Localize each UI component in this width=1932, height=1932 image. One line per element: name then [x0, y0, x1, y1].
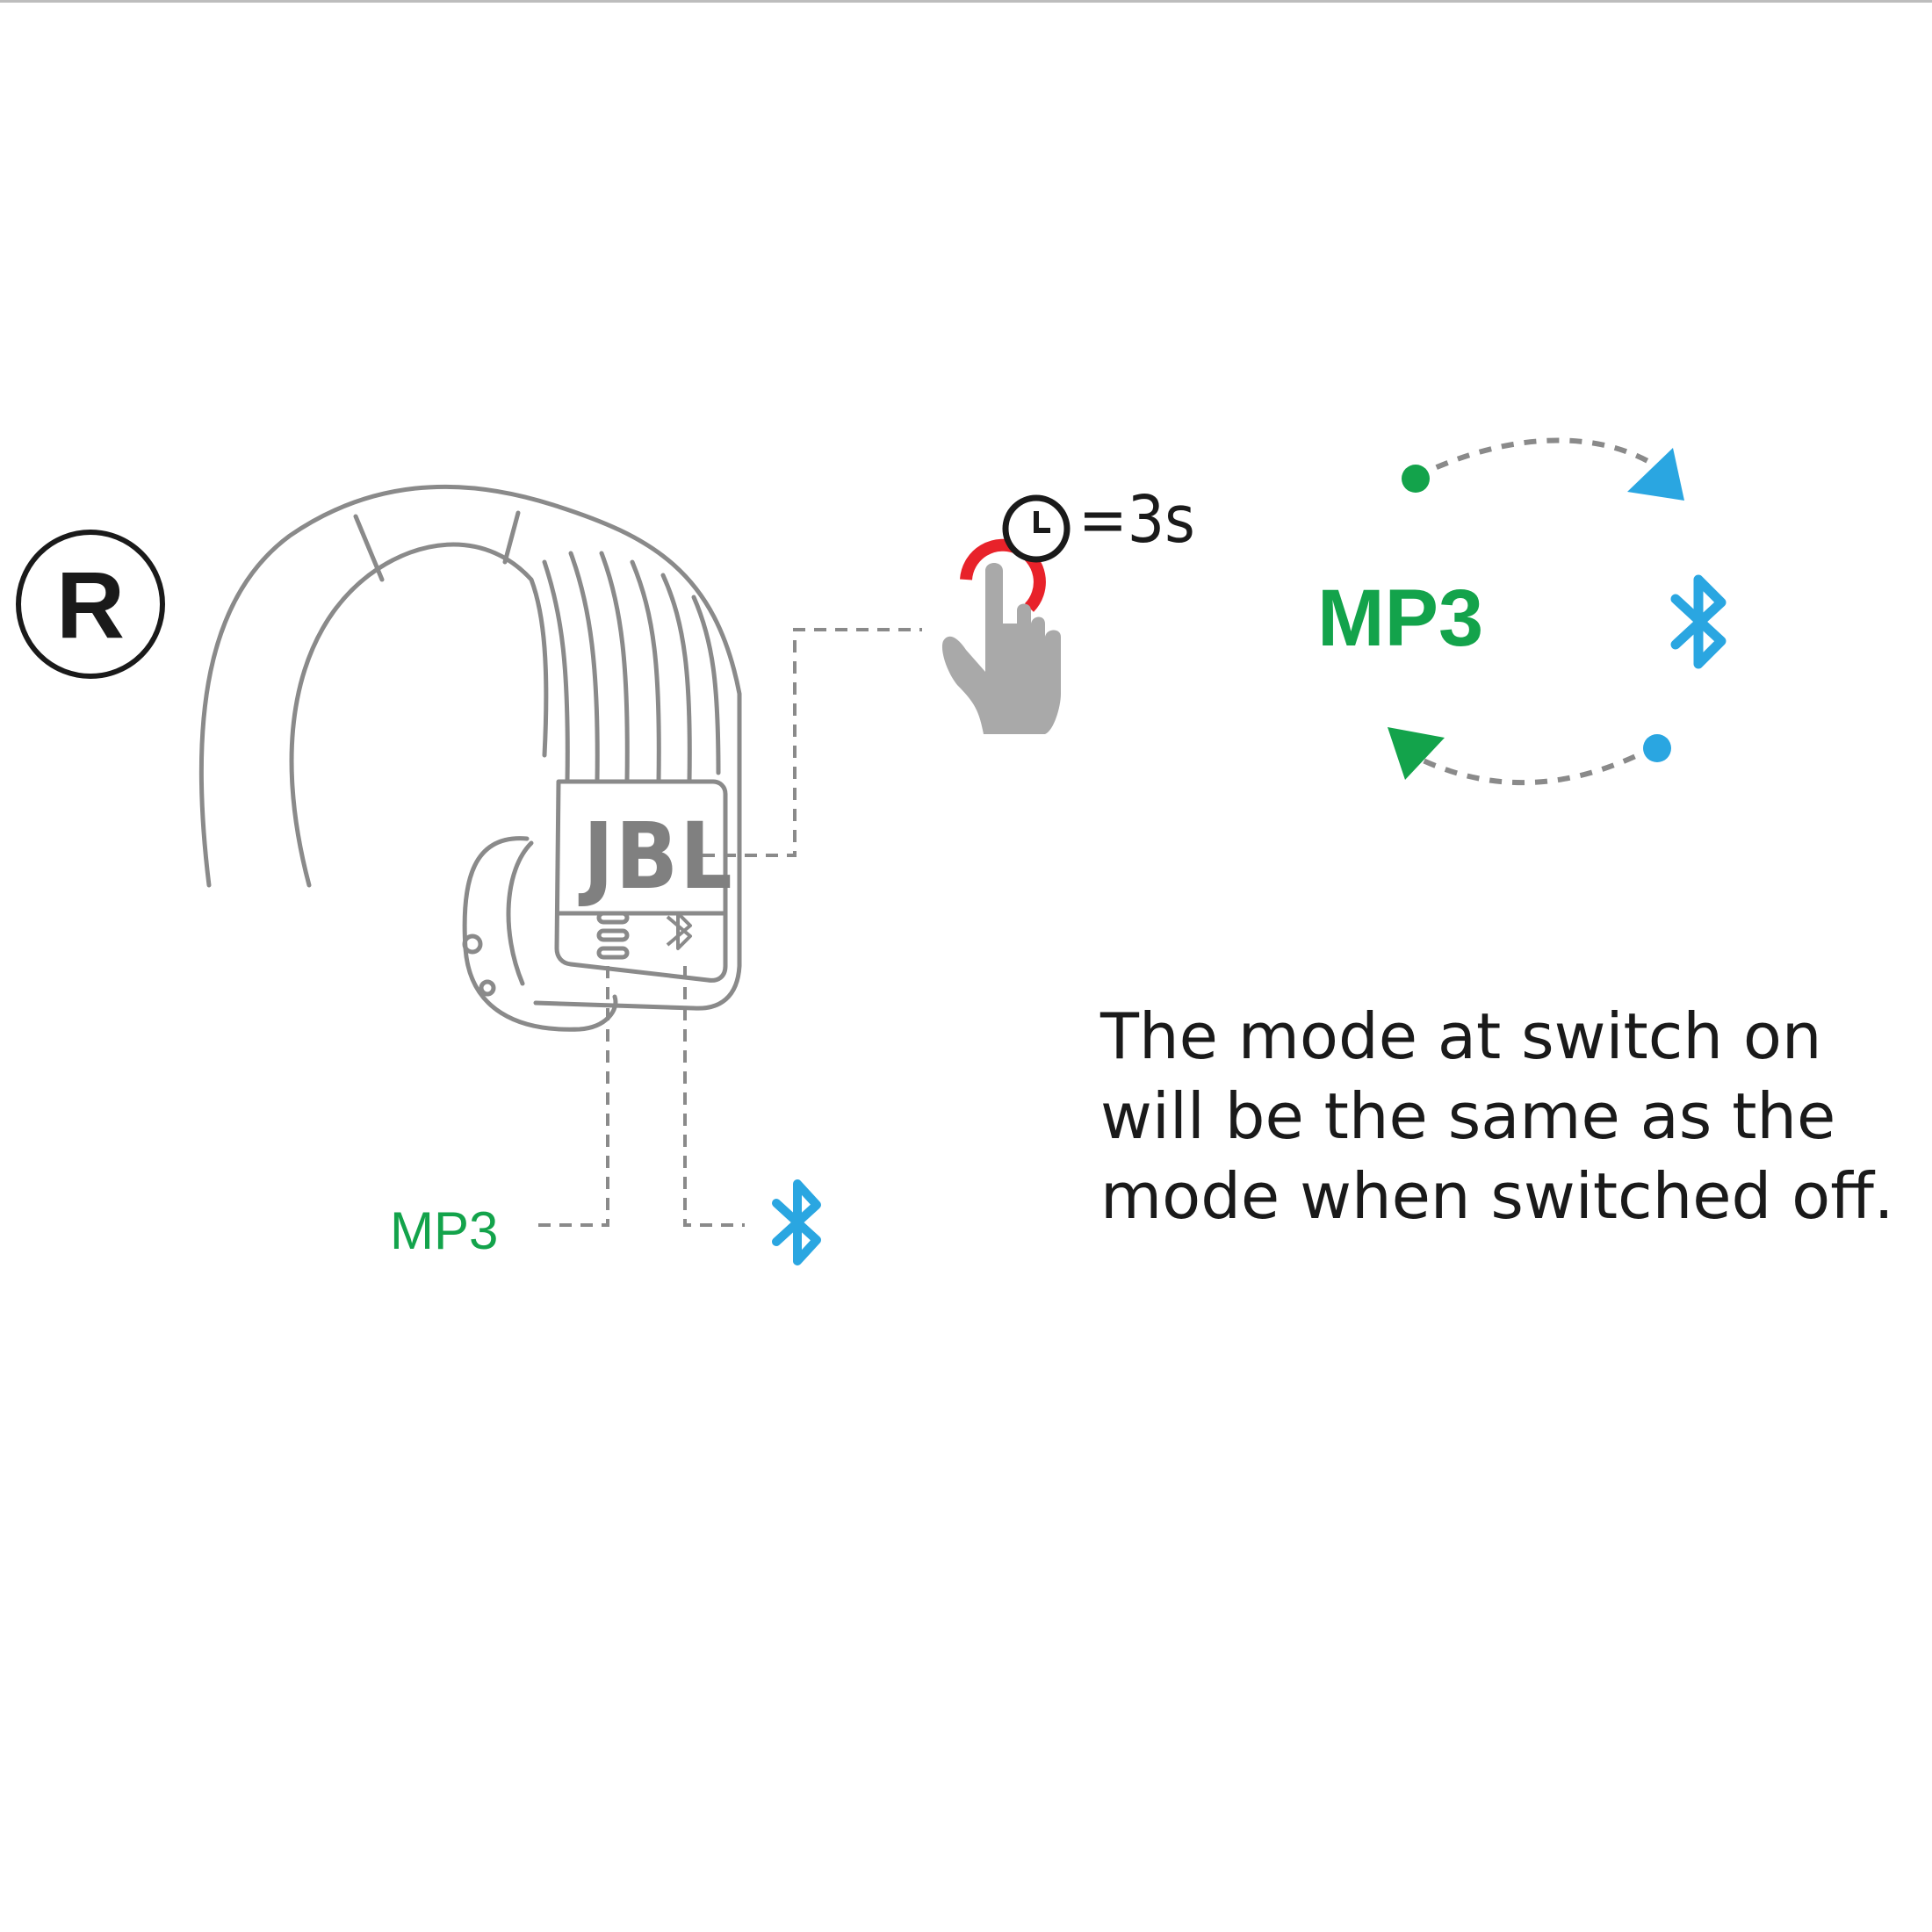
hold-duration: =3s [1078, 482, 1195, 558]
cycle-dot-blue [1643, 734, 1671, 762]
cycle-arrowhead-green [1388, 727, 1445, 780]
mode-mp3-label: MP3 [1317, 573, 1484, 663]
clock-icon [1002, 494, 1071, 563]
cycle-arrowhead-blue [1627, 448, 1684, 501]
side-label: R [16, 530, 165, 679]
mode-bluetooth-icon [1670, 574, 1727, 669]
cycle-arrow-top [1414, 437, 1657, 479]
bluetooth-button-icon [772, 1179, 821, 1265]
top-rule [0, 0, 1932, 3]
mp3-button-label: MP3 [390, 1201, 499, 1260]
mode-memory-note: The mode at switch on will be the same a… [1100, 999, 1894, 1233]
cycle-arrow-bottom [1414, 744, 1657, 786]
housing-bluetooth-icon [666, 912, 692, 950]
cycle-dot-green [1402, 465, 1430, 493]
